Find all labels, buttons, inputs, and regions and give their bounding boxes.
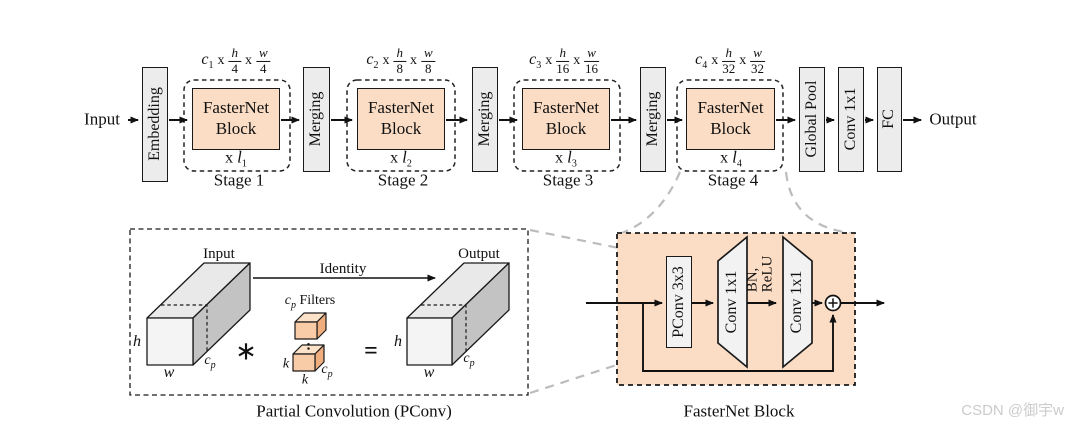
stage4-block: FasterNet Block [686, 88, 775, 150]
conv1x1-head-box [838, 67, 864, 172]
fc-label: FC [880, 109, 897, 129]
conv-expand-trapezoid [717, 235, 748, 369]
stage1-label: Stage 1 [213, 170, 265, 190]
stage-dashed-boxes [183, 79, 784, 172]
filter-cp-label: cp [321, 362, 333, 380]
stage4-label: Stage 4 [707, 170, 759, 190]
input-label: Input [84, 109, 120, 129]
output-cuboid [406, 262, 510, 366]
equals-icon: = [364, 337, 378, 364]
input-cuboid [146, 262, 251, 366]
pconv3x3-label: PConv 3x3 [670, 266, 687, 338]
filter-k-side-label: k [282, 356, 290, 372]
merging-label-3: Merging [644, 91, 661, 147]
embedding-box [142, 67, 168, 182]
filter-cubes [292, 312, 327, 372]
skip-connection [642, 303, 837, 372]
merging-box-1 [303, 67, 330, 172]
pconv-dashed-box [129, 228, 529, 396]
output-h-label: h [394, 333, 402, 351]
pconv-output-label: Output [458, 245, 500, 262]
csdn-watermark: CSDN @御宇w [961, 402, 1064, 419]
stage4-repeat: x l4 [720, 147, 742, 170]
stage2-block-label: FasterNet Block [367, 98, 435, 138]
output-label: Output [929, 109, 977, 129]
input-w-label: w [163, 364, 175, 382]
stage1-repeat: x l1 [225, 147, 247, 170]
filters-label: cp Filters [284, 293, 336, 311]
filter-k-bottom-label: k [301, 372, 309, 388]
stage3-block: FasterNet Block [522, 88, 610, 150]
pconv3x3-box [666, 256, 692, 348]
stage3-repeat: x l3 [555, 147, 577, 170]
stage3-label: Stage 3 [542, 170, 594, 190]
stage2-label: Stage 2 [377, 170, 429, 190]
global-pool-label: Global Pool [803, 80, 820, 158]
convolution-star-icon: ∗ [235, 336, 257, 366]
stage2-repeat: x l2 [390, 147, 412, 170]
detail-caption: FasterNet Block [683, 401, 795, 421]
stage3-block-label: FasterNet Block [532, 98, 600, 138]
merging-box-2 [472, 67, 498, 172]
global-pool-box [799, 67, 825, 172]
pconv-caption: Partial Convolution (PConv) [256, 401, 452, 421]
merging-box-3 [640, 67, 666, 172]
stage2-block: FasterNet Block [357, 88, 445, 150]
bn-label: BN, [744, 267, 761, 293]
embedding-label: Embedding [146, 87, 163, 161]
conv-reduce-trapezoid [782, 235, 813, 369]
merging-label-2: Merging [476, 91, 493, 147]
fc-box [877, 67, 902, 172]
conv1x1-head-label: Conv 1x1 [842, 87, 859, 151]
merging-label-1: Merging [307, 91, 324, 147]
stage4-block-label: FasterNet Block [697, 98, 764, 138]
relu-label: ReLU [759, 255, 776, 293]
input-h-label: h [133, 333, 141, 351]
stage1-block: FasterNet Block [192, 88, 280, 150]
input-cp-label: cp [204, 353, 216, 371]
pconv-input-label: Input [203, 245, 235, 262]
conv-expand-label: Conv 1x1 [723, 270, 740, 334]
output-cp-label: cp [463, 351, 475, 369]
stage1-block-label: FasterNet Block [202, 98, 270, 138]
detail-inner-shapes [586, 235, 886, 372]
identity-label: Identity [319, 260, 367, 277]
output-w-label: w [423, 364, 435, 382]
conv-reduce-label: Conv 1x1 [788, 270, 805, 334]
